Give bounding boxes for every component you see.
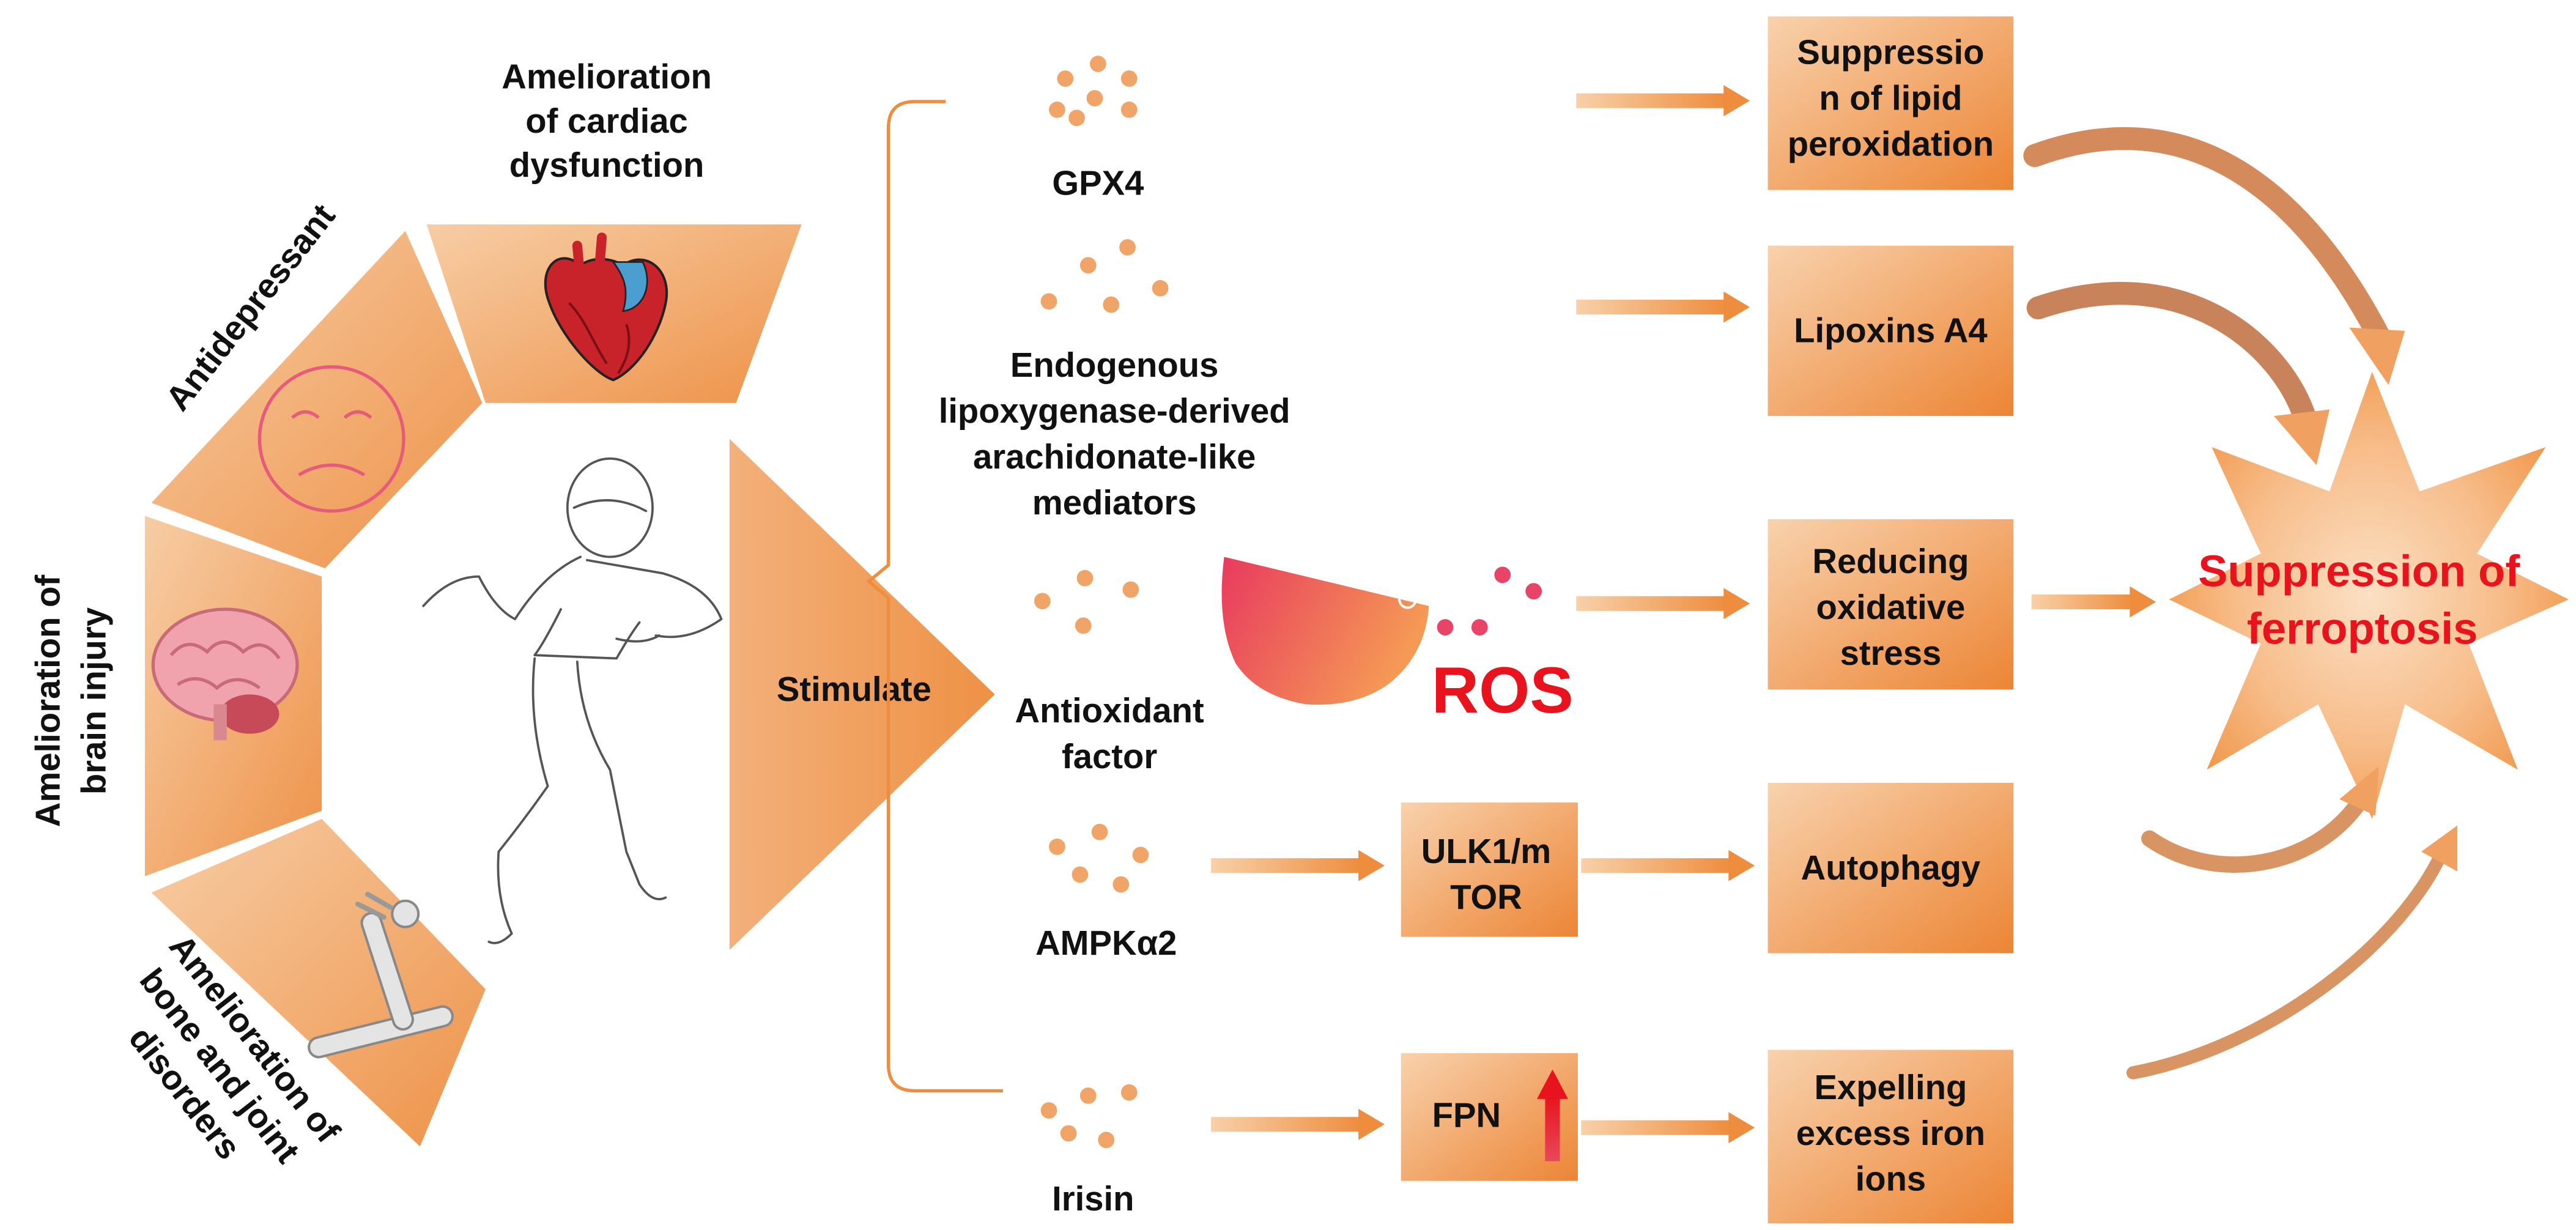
lipoxins-label: Lipoxins A4 <box>1794 311 1988 350</box>
arrow-lipoxygenase-to-lipoxins <box>1576 291 1750 323</box>
lipid-box <box>1767 16 2014 190</box>
antidepressant-panel <box>151 231 483 569</box>
iron-label-line1: Expelling <box>1814 1068 1967 1106</box>
cardiac-label-line1: Amelioration <box>502 57 712 96</box>
ros-dots <box>1437 566 1542 635</box>
stimulate-triangle <box>729 439 995 950</box>
ulk-label-line1: ULK1/m <box>1421 832 1551 870</box>
outcome-label-line1: Suppression of <box>2198 547 2520 596</box>
oxidative-label-line3: stress <box>1840 634 1942 672</box>
brain-label: Amelioration of brain injury <box>29 575 113 828</box>
iron-label-line2: excess iron <box>1796 1114 1985 1152</box>
heart-icon <box>544 232 668 382</box>
outcome-label-line2: ferroptosis <box>2247 604 2478 653</box>
curved-arrow-lipoxins <box>2026 281 2330 465</box>
ros-small-ring <box>1398 590 1417 609</box>
arrow-fpn-to-iron <box>1581 1112 1755 1144</box>
gpx4-dots <box>1049 56 1138 127</box>
lipoxygenase-label: Endogenous lipoxygenase-derived arachido… <box>939 346 1290 522</box>
lipid-label-line1: Suppressio <box>1797 32 1984 71</box>
arrow-ampk-to-ulk <box>1211 850 1385 881</box>
up-arrow-icon <box>1537 1069 1568 1161</box>
sad-face-icon <box>257 365 405 513</box>
iron-label-line3: ions <box>1856 1160 1926 1198</box>
lipoxygenase-label-line1: Endogenous <box>1010 346 1218 384</box>
lipoxins-box <box>1767 245 2014 417</box>
irisin-label: Irisin <box>1052 1179 1134 1218</box>
irisin-dots <box>1040 1084 1138 1149</box>
curved-arrow-autophagy <box>2141 766 2379 873</box>
cardiac-label-line2: of cardiac <box>525 102 688 140</box>
antioxidant-label-line1: Antioxidant <box>1015 691 1204 730</box>
arrow-ros-to-oxidative <box>1576 588 1750 620</box>
iron-box <box>1767 1050 2014 1224</box>
curved-arrow-lipid <box>2023 127 2405 385</box>
antioxidant-label: Antioxidant factor <box>1015 691 1204 776</box>
ferroptosis-starburst <box>2169 371 2569 819</box>
lipoxygenase-label-line4: mediators <box>1032 483 1197 522</box>
arrow-irisin-to-fpn <box>1211 1108 1385 1140</box>
antioxidant-label-line2: factor <box>1062 737 1157 776</box>
ros-label: ROS <box>1432 653 1574 727</box>
lipid-label-line3: peroxidation <box>1788 124 1994 163</box>
cardiac-label: Amelioration of cardiac dysfunction <box>502 57 712 185</box>
bone-icon <box>308 892 454 1059</box>
oxidative-label-line2: oxidative <box>1816 588 1966 626</box>
arrow-ulk-to-autophagy <box>1581 850 1755 881</box>
ulk-box <box>1401 802 1578 937</box>
oxidative-label-line1: Reducing <box>1812 542 1969 580</box>
lipoxygenase-label-line2: lipoxygenase-derived <box>939 391 1290 430</box>
ulk-label-line2: TOR <box>1450 878 1522 916</box>
brain-label-line2: brain injury <box>75 607 113 795</box>
curved-arrow-iron <box>2126 825 2457 1080</box>
gpx4-label: GPX4 <box>1052 164 1144 202</box>
cardiac-label-line3: dysfunction <box>509 146 705 184</box>
lipid-label-line2: n of lipid <box>1819 78 1962 117</box>
fpn-label: FPN <box>1432 1095 1501 1134</box>
ampk-dots <box>1049 823 1149 893</box>
autophagy-box <box>1767 782 2014 954</box>
lipoxygenase-dots <box>1040 239 1169 313</box>
ampk-label: AMPKα2 <box>1035 924 1177 962</box>
oxidative-box <box>1767 519 2014 690</box>
running-person-icon <box>422 457 723 944</box>
arrow-gpx4-to-lipid <box>1576 85 1750 117</box>
brain-label-line1: Amelioration of <box>29 575 67 828</box>
mediator-bracket <box>866 100 1004 1093</box>
brain-icon <box>151 607 299 741</box>
bone-panel <box>151 818 486 1147</box>
antioxidant-dots <box>1034 569 1139 634</box>
autophagy-label: Autophagy <box>1801 848 1981 887</box>
stimulate-label: Stimulate <box>777 670 931 708</box>
lipoxygenase-label-line3: arachidonate-like <box>973 437 1256 476</box>
ros-half-circle <box>1221 557 1429 705</box>
arrow-oxidative-to-outcome <box>2031 586 2156 618</box>
